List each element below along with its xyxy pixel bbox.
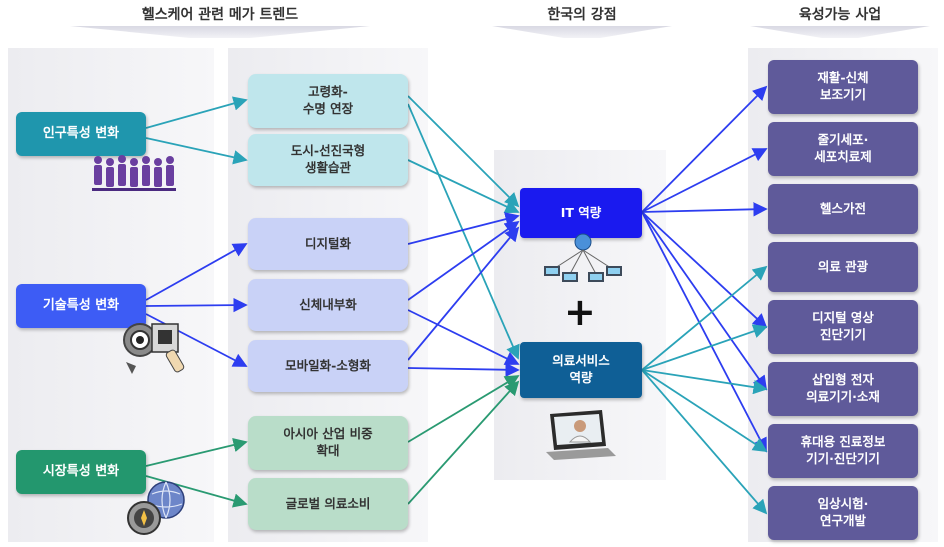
industry-medical-tourism-label: 의료 관광: [817, 258, 869, 274]
people-crowd-icon: [92, 155, 176, 191]
header-trends: 헬스케어 관련 메가 트렌드: [70, 4, 370, 38]
header-industries: 육성가능 사업: [750, 4, 930, 38]
category-population: 인구특성 변화: [16, 112, 146, 156]
industry-digital-imaging: 디지털 영상 진단기기: [768, 300, 918, 354]
industry-stem-cell: 줄기세포· 세포치료제: [768, 122, 918, 176]
trend-digitalization: 디지털화: [248, 218, 408, 270]
trend-mobile-miniaturization: 모바일화-소형화: [248, 340, 408, 392]
trend-asia-share-label: 아시아 산업 비중 확대: [283, 426, 373, 458]
industry-clinical-trials-label: 임상시험· 연구개발: [817, 496, 869, 528]
industry-implantable-devices-label: 삽입형 전자 의료기기·소재: [806, 372, 880, 404]
industry-health-appliances: 헬스가전: [768, 184, 918, 234]
header-trends-bar: [70, 26, 370, 38]
industry-digital-imaging-label: 디지털 영상 진단기기: [812, 310, 874, 342]
category-market-label: 시장특성 변화: [42, 464, 120, 480]
industry-portable-devices-label: 휴대용 진료정보 기기·진단기기: [800, 434, 886, 466]
industry-medical-tourism: 의료 관광: [768, 242, 918, 292]
trend-asia-share: 아시아 산업 비중 확대: [248, 416, 408, 470]
industry-health-appliances-label: 헬스가전: [819, 200, 866, 216]
trend-mobile-miniaturization-label: 모바일화-소형화: [285, 357, 371, 373]
category-technology-label: 기술특성 변화: [42, 298, 120, 314]
industry-rehab-devices-label: 재활-신체 보조기기: [817, 70, 869, 102]
category-population-label: 인구특성 변화: [42, 126, 120, 142]
industry-rehab-devices: 재활-신체 보조기기: [768, 60, 918, 114]
laptop-doctor-icon: [546, 410, 616, 460]
industry-clinical-trials: 임상시험· 연구개발: [768, 486, 918, 540]
trend-body-internalization: 신체내부화: [248, 279, 408, 331]
trend-aging: 고령화- 수명 연장: [248, 74, 408, 128]
header-industries-bar: [750, 26, 930, 38]
strength-it-label: IT 역량: [560, 204, 602, 220]
trend-urban-lifestyle-label: 도시-선진국형 생활습관: [290, 143, 366, 175]
strength-it: IT 역량: [520, 188, 642, 238]
industry-implantable-devices: 삽입형 전자 의료기기·소재: [768, 362, 918, 416]
trend-global-consumption-label: 글로벌 의료소비: [285, 495, 371, 511]
trend-aging-label: 고령화- 수명 연장: [302, 84, 354, 116]
category-market: 시장특성 변화: [16, 450, 146, 494]
network-computers-icon: [544, 233, 622, 282]
header-trends-label: 헬스케어 관련 메가 트렌드: [141, 7, 299, 23]
strength-medical-service-label: 의료서비스 역량: [552, 353, 610, 385]
header-strengths-bar: [492, 26, 672, 38]
category-technology: 기술특성 변화: [16, 284, 146, 328]
tech-gears-icon: [123, 323, 185, 374]
header-strengths-label: 한국의 강점: [547, 7, 617, 23]
industry-portable-devices: 휴대용 진료정보 기기·진단기기: [768, 424, 918, 478]
plus-sign: +: [564, 290, 596, 334]
trend-digitalization-label: 디지털화: [304, 235, 351, 251]
strength-medical-service: 의료서비스 역량: [520, 342, 642, 398]
header-industries-label: 육성가능 사업: [798, 7, 882, 23]
trend-body-internalization-label: 신체내부화: [299, 296, 357, 312]
trend-global-consumption: 글로벌 의료소비: [248, 478, 408, 530]
header-strengths: 한국의 강점: [492, 4, 672, 38]
globe-compass-icon: [127, 481, 185, 535]
industry-stem-cell-label: 줄기세포· 세포치료제: [814, 132, 872, 164]
trend-urban-lifestyle: 도시-선진국형 생활습관: [248, 134, 408, 186]
